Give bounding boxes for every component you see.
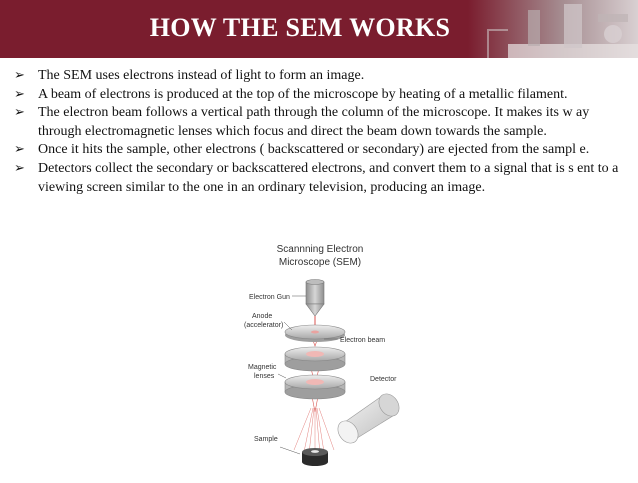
label-anode-accelerator: (accelerator) [244, 322, 283, 329]
arrow-bullet-icon: ➢ [14, 105, 25, 121]
diagram-title-line2: Microscope (SEM) [279, 257, 361, 268]
bullet-text: The SEM uses electrons instead of light … [38, 68, 365, 83]
bullet-text: The electron beam follows a vertical pat… [38, 105, 590, 139]
label-lenses: lenses [254, 373, 275, 380]
bullet-item: ➢ Once it hits the sample, other electro… [14, 141, 624, 160]
anode [284, 324, 346, 342]
magnetic-lens-upper [284, 346, 346, 372]
label-electron-beam: Electron beam [340, 337, 385, 344]
label-electron-gun: Electron Gun [249, 294, 290, 301]
bullet-list: ➢ The SEM uses electrons instead of ligh… [14, 67, 624, 197]
arrow-bullet-icon: ➢ [14, 86, 25, 102]
label-detector: Detector [370, 376, 397, 383]
microscope-photo-decoration [468, 0, 638, 58]
sem-diagram: Scannning Electron Microscope (SEM) [230, 236, 410, 478]
arrow-bullet-icon: ➢ [14, 142, 25, 158]
diagram-title-line1: Scannning Electron [277, 244, 364, 255]
bullet-text: Detectors collect the secondary or backs… [38, 160, 619, 195]
label-sample: Sample [254, 436, 278, 443]
detector [337, 393, 400, 444]
label-anode: Anode [252, 313, 272, 320]
bullet-item: ➢ A beam of electrons is produced at the… [14, 86, 624, 105]
bullet-item: ➢ The SEM uses electrons instead of ligh… [14, 67, 624, 86]
bullet-item: ➢ The electron beam follows a vertical p… [14, 104, 624, 141]
bullet-item: ➢ Detectors collect the secondary or bac… [14, 160, 624, 197]
slide-title: HOW THE SEM WORKS [149, 13, 451, 42]
arrow-bullet-icon: ➢ [14, 160, 25, 176]
bullet-text: Once it hits the sample, other electrons… [38, 142, 590, 158]
magnetic-lens-lower [284, 374, 346, 400]
title-banner: HOW THE SEM WORKS [0, 0, 638, 58]
sample-stage [302, 448, 328, 466]
label-magnetic: Magnetic [248, 364, 277, 371]
arrow-bullet-icon: ➢ [14, 68, 25, 83]
electron-gun [305, 279, 325, 317]
bullet-text: A beam of electrons is produced at the t… [38, 86, 568, 102]
